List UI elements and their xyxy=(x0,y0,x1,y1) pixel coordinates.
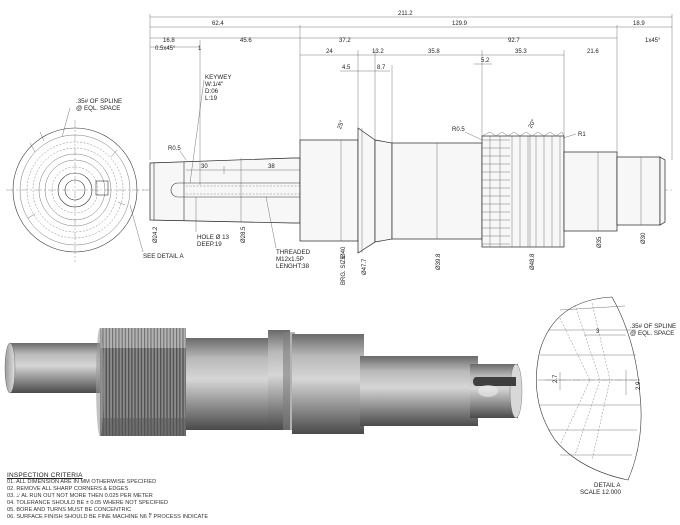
dia-28-label: Ø28.5 xyxy=(241,226,247,243)
r05-left-label: R0.5 xyxy=(168,146,181,152)
dia-48-label: Ø48.8 xyxy=(530,253,536,270)
hole-note-line2: DEEP.19 xyxy=(197,241,222,248)
keyway-line3: D:06 xyxy=(205,88,219,95)
top-dimension-lines xyxy=(149,14,673,185)
inspection-item: 06. SURFACE FINISH SHOULD BE FINE MACHIN… xyxy=(7,514,209,521)
dim-5-2: 5.2 xyxy=(481,58,490,64)
dim-21-6: 21.6 xyxy=(587,49,599,55)
detail-a-view xyxy=(536,296,642,481)
r1-label: R1 xyxy=(578,132,586,138)
detail-dim-2-7: 2.7 xyxy=(553,374,559,383)
r05-right-label: R0.5 xyxy=(452,127,465,133)
keyway-note: KEYWEY W:1/4" D:06 L:19 xyxy=(189,74,231,184)
dia-35-label: Ø35 xyxy=(597,236,603,248)
inspection-item: 05. BORE AND TURNS MUST BE CONCENTRIC xyxy=(7,507,132,514)
dim-1: 1 xyxy=(198,46,202,52)
dia-24-label: Ø24.2 xyxy=(153,226,159,243)
detail-dim-3: 3 xyxy=(596,329,600,335)
dim-24: 24 xyxy=(326,49,333,55)
dim-13-2: 13.2 xyxy=(372,49,384,55)
detail-title: DETAIL A xyxy=(594,482,621,489)
spline-note-left-line1: .35# OF SPLINE xyxy=(76,98,122,105)
threaded-note-line2: M12x1.5P xyxy=(276,256,304,263)
dim-35-8: 35.8 xyxy=(428,49,440,55)
inspection-title: INSPECTION CRITERIA xyxy=(7,472,83,479)
dim-chamfer-left: 0.5x45° xyxy=(155,46,176,52)
dia-40-label: Ø40 xyxy=(341,246,347,258)
hole-note-line1: HOLE Ø 13 xyxy=(197,234,230,241)
detail-spline-note-line2: @ EQL. SPACE xyxy=(630,330,674,337)
keyway-line4: L:19 xyxy=(205,95,218,102)
dim-92-7: 92.7 xyxy=(508,38,520,44)
spline-note-left: .35# OF SPLINE @ EQL. SPACE xyxy=(76,98,122,112)
detail-dim-2-9: 2.9 xyxy=(636,381,642,390)
inspection-criteria: INSPECTION CRITERIA 01. ALL DIMENSION AR… xyxy=(7,472,307,522)
angle-20-label: 20° xyxy=(528,118,538,129)
dim-18-9: 18.9 xyxy=(633,21,645,27)
see-detail-label: SEE DETAIL A xyxy=(143,253,184,260)
dim-16-8: 16.8 xyxy=(163,38,175,44)
diameter-dimension-lines xyxy=(149,128,642,253)
keyway-line2: W:1/4" xyxy=(205,81,223,88)
inspection-item: 02. REMOVE ALL SHARP CORNERS & EDGES xyxy=(7,486,129,493)
keyway-line1: KEYWEY xyxy=(205,74,231,81)
dia-47-label: Ø47.7 xyxy=(362,258,368,275)
dim-62-4: 62.4 xyxy=(212,21,224,27)
detail-scale: SCALE 12.000 xyxy=(580,489,621,496)
inspection-item: 03. ⌰ AL RUN OUT NOT MORE THEN 0.025 PER… xyxy=(7,493,153,500)
dim-overall: 211.2 xyxy=(398,11,413,17)
threaded-note-line1: THREADED xyxy=(276,249,311,256)
spline-teeth-profile xyxy=(481,131,565,247)
inspection-item: 04. TOLERANCE SHOULD BE ± 0.05 WHERE NOT… xyxy=(7,500,168,507)
spline-note-left-line2: @ EQL. SPACE xyxy=(76,105,120,112)
dim-37-2: 37.2 xyxy=(339,38,351,44)
dia-39-label: Ø39.8 xyxy=(436,253,442,270)
dim-4-5: 4.5 xyxy=(342,65,351,71)
dim-35-3: 35.3 xyxy=(515,49,527,55)
detail-spline-note-line1: .35# OF SPLINE xyxy=(630,323,676,330)
angle-25-label: 25° xyxy=(337,119,346,130)
inspection-item: 01. ALL DIMENSION ARE IN MM OTHERWISE SP… xyxy=(7,479,157,485)
threaded-note-line3: LENGHT:38 xyxy=(276,263,310,270)
shaft-3d-render xyxy=(4,328,523,436)
dim-45-6: 45.6 xyxy=(240,38,252,44)
end-view xyxy=(6,107,147,262)
dim-129-9: 129.9 xyxy=(452,21,468,27)
brg-size-label: BRG. SIZE xyxy=(341,255,347,285)
dim-8-7: 8.7 xyxy=(377,65,386,71)
dia-30-label: Ø30 xyxy=(641,232,647,244)
dim-chamfer-right: 1x45° xyxy=(645,38,661,44)
dim-30: 30 xyxy=(201,164,208,170)
dim-38: 38 xyxy=(268,164,275,170)
